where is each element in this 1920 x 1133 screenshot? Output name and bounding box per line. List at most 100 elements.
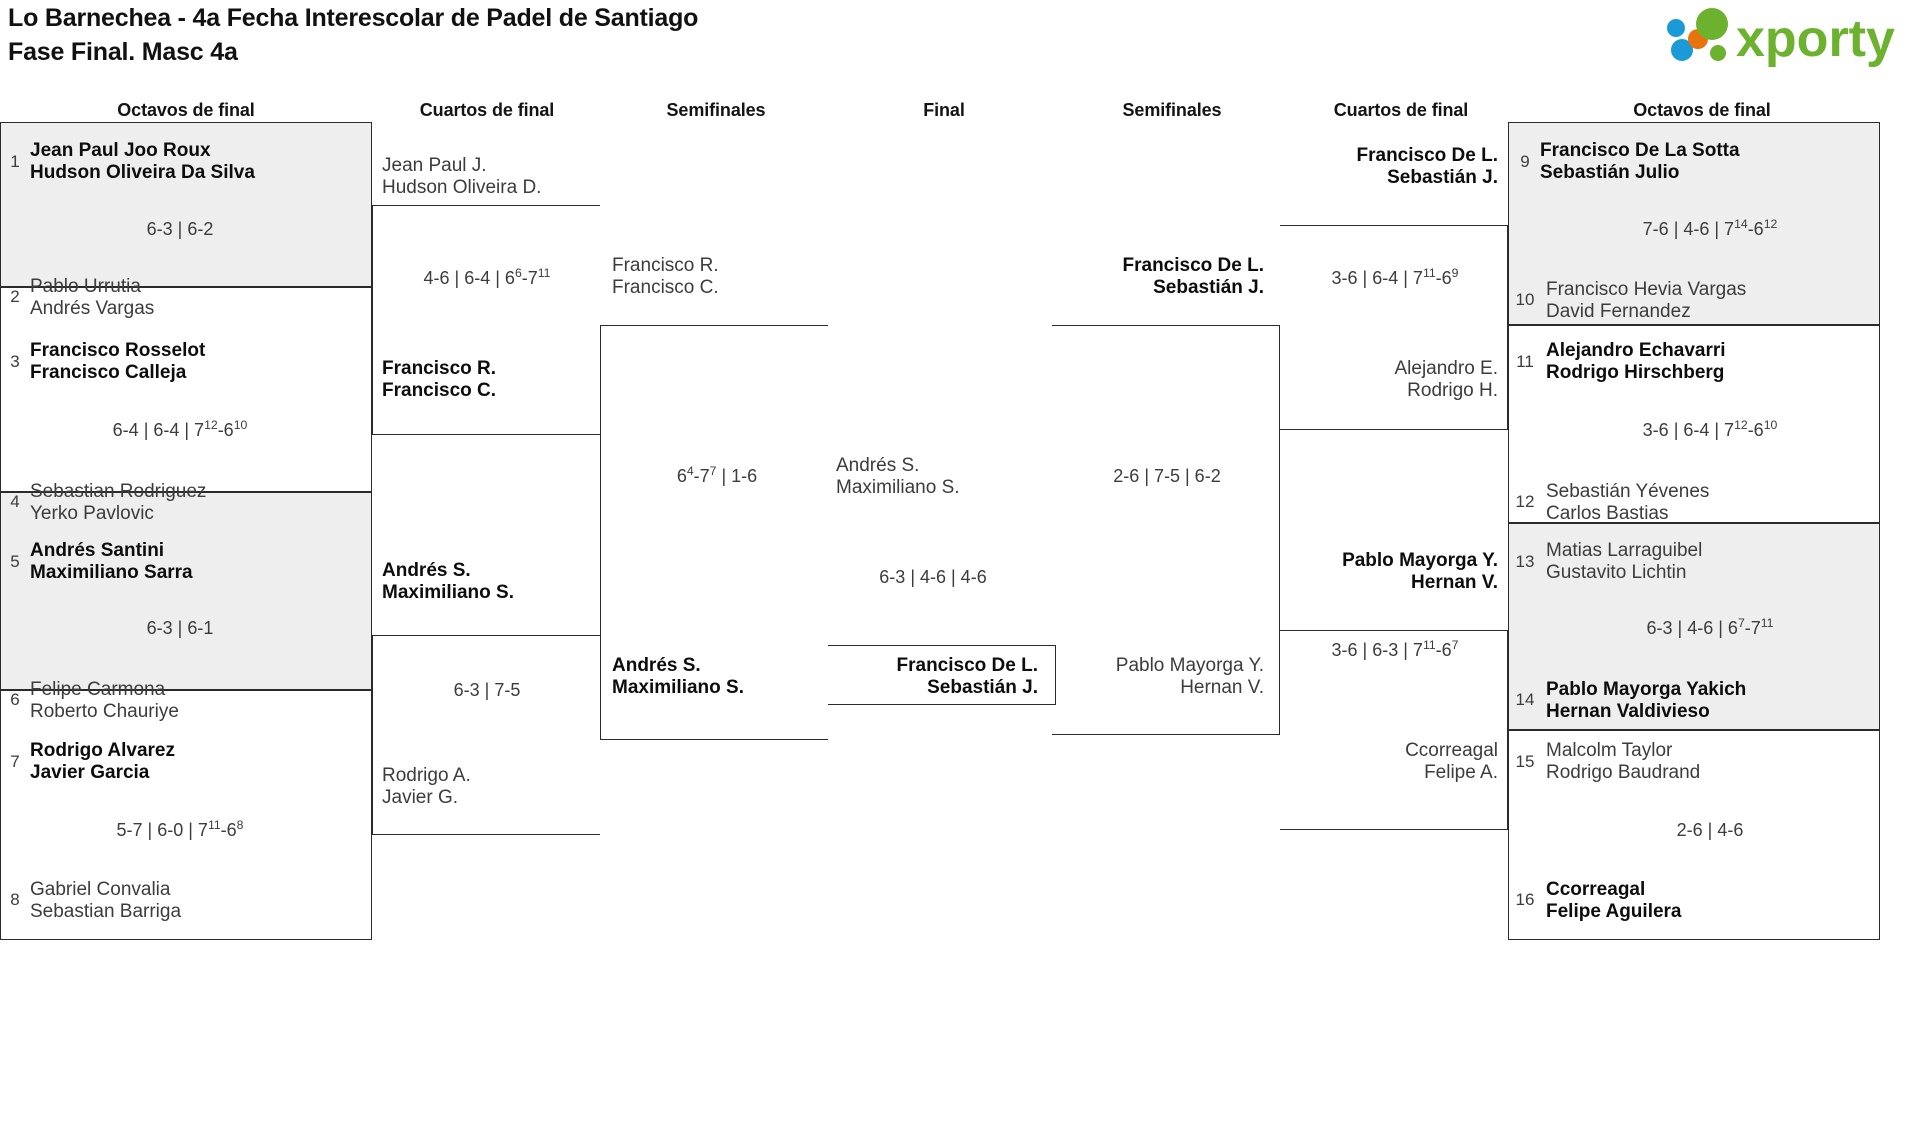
seed-number-1: 1 (10, 152, 20, 171)
team-cr1-bot-p1: Alejandro E. (1394, 358, 1498, 379)
team-11-p1: Alejandro Echavarri (1546, 340, 1726, 361)
team-4: Sebastian Rodriguez Yerko Pavlovic (30, 481, 206, 526)
match-box-12[interactable] (1508, 730, 1880, 940)
team-13-p2: Gustavito Lichtin (1546, 562, 1687, 584)
seed-number-14: 14 (1515, 690, 1535, 709)
team-4-p1: Sebastian Rodriguez (30, 481, 207, 502)
title-line-1: Lo Barnechea - 4a Fecha Interescolar de … (8, 4, 699, 32)
score-semis-left: 64-77 | 1-6 (676, 464, 758, 486)
match-box-4[interactable] (0, 690, 372, 940)
score-match-2: 6-4 | 6-4 | 712-610 (112, 418, 248, 440)
score-match-1: 6-3 | 6-2 (146, 219, 214, 239)
team-9: Francisco De La Sotta Sebastián Julio (1540, 140, 1740, 185)
team-cr2-top-p1: Pablo Mayorga Y. (1342, 550, 1498, 571)
team-cuartos-right-1-top: Francisco De L. Sebastián J. (1285, 145, 1499, 190)
team-cl2-top-p1: Andrés S. (382, 560, 471, 581)
seed-number-15: 15 (1515, 752, 1535, 771)
team-cl1-bot-p2: Francisco C. (382, 380, 497, 402)
team-semis-left-bottom: Andrés S. Maximiliano S. (612, 655, 744, 700)
team-8-p2: Sebastian Barriga (30, 901, 182, 923)
team-cl2-top-p2: Maximiliano S. (382, 582, 514, 604)
title-line-2: Fase Final. Masc 4a (8, 37, 238, 66)
team-sr-bot-p1: Pablo Mayorga Y. (1115, 655, 1264, 676)
team-16-p2: Felipe Aguilera (1546, 901, 1682, 923)
team-sl-bot-p1: Andrés S. (612, 655, 701, 676)
score-match-11: 6-3 | 4-6 | 67-711 (1646, 616, 1774, 638)
connector-cuartos-right-2 (1280, 630, 1508, 830)
team-9-p1: Francisco De La Sotta (1540, 140, 1740, 161)
score-cuartos-left-1: 4-6 | 6-4 | 66-711 (423, 266, 551, 288)
match-box-10[interactable] (1508, 325, 1880, 523)
seed-number-2: 2 (10, 287, 20, 306)
connector-cuartos-left-1 (372, 205, 600, 435)
team-14-p1: Pablo Mayorga Yakich (1546, 679, 1747, 700)
team-6-p2: Roberto Chauriye (30, 701, 179, 723)
team-7: Rodrigo Alvarez Javier Garcia (30, 740, 175, 785)
match-box-11[interactable] (1508, 523, 1880, 730)
connector-cuartos-right-1 (1280, 225, 1508, 430)
round-header-cuartos-right: Cuartos de final (1333, 100, 1469, 120)
team-3-p2: Francisco Calleja (30, 362, 187, 384)
team-cl1-bot-p1: Francisco R. (382, 358, 497, 379)
team-2-p1: Pablo Urrutia (30, 276, 141, 297)
team-cuartos-left-1-bottom: Francisco R. Francisco C. (382, 358, 496, 403)
seed-number-8: 8 (10, 890, 20, 909)
team-13: Matias Larraguibel Gustavito Lichtin (1546, 540, 1702, 585)
team-f-top-p1: Andrés S. (836, 455, 920, 476)
team-10-p1: Francisco Hevia Vargas (1546, 279, 1747, 300)
match-box-1[interactable] (0, 122, 372, 287)
team-15-p2: Rodrigo Baudrand (1546, 762, 1701, 784)
team-5-p2: Maximiliano Sarra (30, 562, 193, 584)
team-6: Felipe Carmona Roberto Chauriye (30, 679, 179, 724)
seed-number-9: 9 (1520, 152, 1530, 171)
score-match-9: 7-6 | 4-6 | 714-612 (1642, 217, 1778, 239)
seed-number-5: 5 (10, 552, 20, 571)
team-cuartos-right-2-bottom: Ccorreagal Felipe A. (1285, 740, 1498, 785)
team-9-p2: Sebastián Julio (1540, 162, 1680, 184)
team-f-top-p2: Maximiliano S. (836, 477, 960, 499)
team-5: Andrés Santini Maximiliano Sarra (30, 540, 193, 585)
team-15: Malcolm Taylor Rodrigo Baudrand (1546, 740, 1700, 785)
score-final: 6-3 | 4-6 | 4-6 (879, 567, 987, 587)
team-cl1-top-p1: Jean Paul J. (382, 155, 487, 176)
match-box-2[interactable] (0, 287, 372, 492)
team-sr-top-p2: Sebastián J. (1153, 277, 1264, 299)
xporty-logo: xporty (1658, 6, 1908, 68)
round-header-octavos-right: Octavos de final (1633, 100, 1771, 120)
team-2-p2: Andrés Vargas (30, 298, 155, 320)
connector-semis-left (600, 325, 828, 740)
seed-number-10: 10 (1515, 290, 1535, 309)
team-sl-top-p2: Francisco C. (612, 277, 719, 299)
team-11-p2: Rodrigo Hirschberg (1546, 362, 1725, 384)
score-match-3: 6-3 | 6-1 (146, 618, 214, 638)
team-cuartos-left-1-top: Jean Paul J. Hudson Oliveira D. (382, 155, 541, 200)
team-cuartos-right-2-top: Pablo Mayorga Y. Hernan V. (1285, 550, 1498, 595)
score-cuartos-right-1: 3-6 | 6-4 | 711-69 (1331, 266, 1459, 288)
team-cr1-top-p2: Sebastián J. (1387, 167, 1498, 189)
team-cuartos-right-1-bottom: Alejandro E. Rodrigo H. (1285, 358, 1498, 403)
match-box-3[interactable] (0, 492, 372, 690)
team-8: Gabriel Convalia Sebastian Barriga (30, 879, 181, 924)
score-match-12: 2-6 | 4-6 (1676, 820, 1744, 840)
seed-number-12: 12 (1515, 492, 1535, 511)
seed-number-7: 7 (10, 752, 20, 771)
team-final-top: Andrés S. Maximiliano S. (836, 455, 960, 500)
score-semis-right: 2-6 | 7-5 | 6-2 (1113, 466, 1221, 486)
team-1-p1: Jean Paul Joo Roux (30, 140, 211, 161)
team-10-p2: David Fernandez (1546, 301, 1691, 323)
team-sr-bot-p2: Hernan V. (1180, 677, 1264, 699)
team-12-p2: Carlos Bastias (1546, 503, 1669, 525)
team-cr2-bot-p2: Felipe A. (1424, 762, 1498, 784)
team-f-bot-p1: Francisco De L. (896, 655, 1039, 676)
team-cl2-bot-p1: Rodrigo A. (382, 765, 471, 786)
match-box-9[interactable] (1508, 122, 1880, 325)
team-16: Ccorreagal Felipe Aguilera (1546, 879, 1682, 924)
team-1-p2: Hudson Oliveira Da Silva (30, 162, 255, 184)
team-14: Pablo Mayorga Yakich Hernan Valdivieso (1546, 679, 1746, 724)
team-6-p1: Felipe Carmona (30, 679, 166, 700)
seed-number-6: 6 (10, 690, 20, 709)
team-3-p1: Francisco Rosselot (30, 340, 206, 361)
team-2: Pablo Urrutia Andrés Vargas (30, 276, 154, 321)
team-7-p1: Rodrigo Alvarez (30, 740, 175, 761)
